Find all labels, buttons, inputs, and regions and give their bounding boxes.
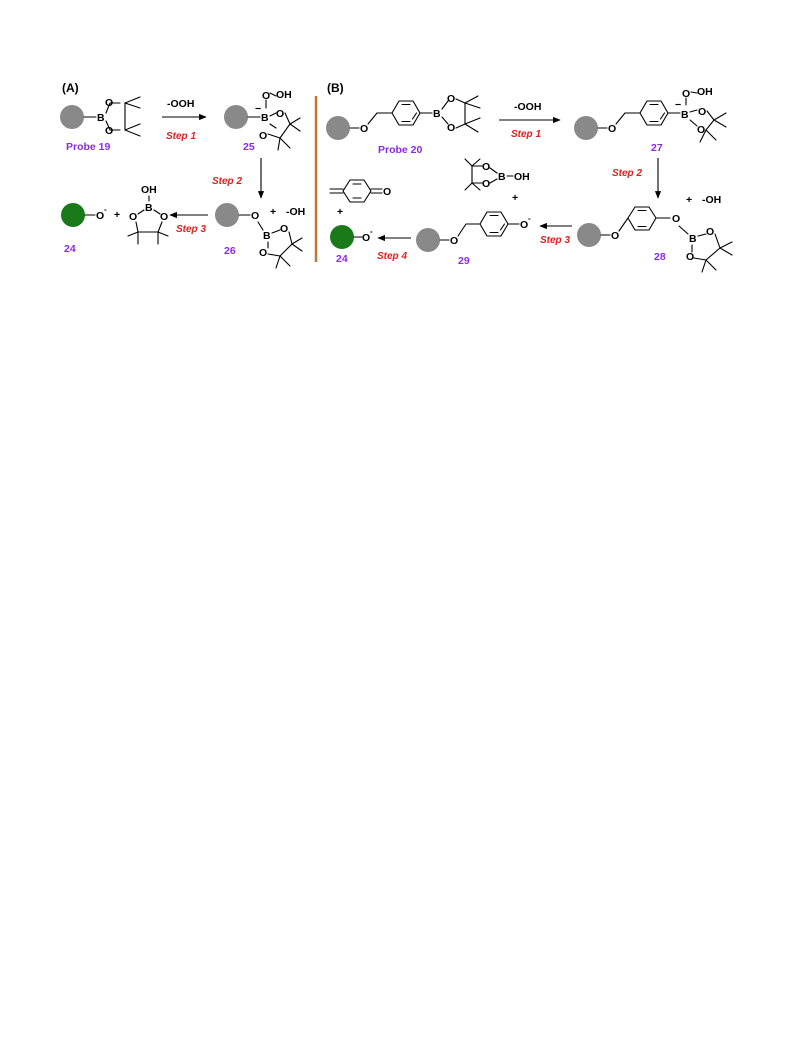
oxygen-atom: O [611, 230, 619, 242]
compound-label-27: 27 [651, 142, 663, 154]
oxygen-atom: O [482, 178, 490, 190]
oxygen-atom: O [259, 130, 267, 142]
fluorophore-disc [61, 203, 85, 227]
compound-label-25: 25 [243, 141, 255, 153]
step-label-1: Step 1 [511, 129, 541, 140]
hydroxyl-group: OH [697, 86, 713, 98]
panel-label-b: (B) [327, 81, 344, 95]
negative-charge: - [528, 214, 531, 223]
step-label-1: Step 1 [166, 131, 196, 142]
phenolate-oxygen: O [96, 210, 104, 222]
compound-26-structure: O B O O [215, 203, 303, 269]
plus-sign: + [270, 206, 276, 218]
panel-label-a: (A) [62, 81, 79, 95]
oxygen-atom: O [276, 108, 284, 120]
hydroxyl-group: OH [514, 171, 530, 183]
plus-sign: + [686, 194, 692, 206]
negative-charge: - [370, 227, 373, 236]
compound-29-structure: O O - [416, 211, 531, 252]
step-label-3: Step 3 [540, 235, 570, 246]
oxygen-atom: O [280, 223, 288, 235]
probe-disc [326, 116, 350, 140]
oxygen-atom: O [682, 88, 690, 100]
reagent-hydroperoxide: -OOH [514, 101, 541, 113]
compound-label-probe-19: Probe 19 [66, 141, 111, 153]
reagent-hydroperoxide: -OOH [167, 98, 194, 110]
plus-sign: + [512, 192, 518, 204]
boronic-acid-pinacol-ester: O O B OH [464, 158, 530, 191]
compound-label-28: 28 [654, 251, 666, 263]
step-label-2: Step 2 [212, 176, 242, 187]
quinone-methide: O [329, 179, 391, 203]
probe-disc [215, 203, 239, 227]
plus-sign: + [114, 209, 120, 221]
compound-label-probe-20: Probe 20 [378, 144, 423, 156]
compound-label-29: 29 [458, 255, 470, 267]
oxygen-atom: O [447, 93, 455, 105]
probe-19-structure: B O O [60, 96, 141, 137]
oxygen-atom: O [160, 211, 168, 223]
negative-charge: − [675, 99, 681, 111]
probe-disc [60, 105, 84, 129]
step-label-4: Step 4 [377, 251, 407, 262]
probe-disc [577, 223, 601, 247]
negative-charge: − [255, 103, 261, 115]
probe-disc [416, 228, 440, 252]
compound-27-structure: O B − O OH O O [574, 86, 727, 143]
step-label-3: Step 3 [176, 224, 206, 235]
compound-label-26: 26 [224, 245, 236, 257]
probe-disc [224, 105, 248, 129]
hydroxyl-group: OH [276, 89, 292, 101]
probe-20-structure: O B O O [326, 93, 481, 140]
byproduct-hydroxide: -OH [702, 194, 721, 206]
boron-atom: B [689, 233, 697, 245]
oxygen-atom: O [686, 251, 694, 263]
plus-sign: + [337, 206, 343, 218]
fluorophore-disc [330, 225, 354, 249]
oxygen-atom: O [360, 123, 368, 135]
byproduct-hydroxide: -OH [286, 206, 305, 218]
oxygen-atom: O [672, 213, 680, 225]
compound-label-24: 24 [336, 253, 348, 265]
oxygen-atom: O [129, 211, 137, 223]
compound-25-structure: B − O OH O O [224, 89, 301, 151]
step-label-2: Step 2 [612, 168, 642, 179]
hydroxyl-group: OH [141, 184, 157, 196]
boron-atom: B [145, 202, 153, 214]
oxygen-atom: O [608, 123, 616, 135]
boron-atom: B [263, 230, 271, 242]
phenolate-oxygen: O [520, 219, 528, 231]
oxygen-atom: O [447, 122, 455, 134]
boron-atom: B [261, 112, 269, 124]
oxygen-atom: O [251, 210, 259, 222]
oxygen-atom: O [105, 125, 113, 137]
boronic-acid-pinacol-ester: OH B O O [127, 184, 169, 245]
compound-28-structure: O O B O O [577, 206, 733, 273]
carbonyl-oxygen: O [383, 186, 391, 198]
oxygen-atom: O [482, 161, 490, 173]
phenolate-oxygen: O [362, 232, 370, 244]
boron-atom: B [433, 108, 441, 120]
probe-disc [574, 116, 598, 140]
boron-atom: B [498, 171, 506, 183]
oxygen-atom: O [450, 235, 458, 247]
oxygen-atom: O [698, 106, 706, 118]
compound-label-24: 24 [64, 243, 76, 255]
oxygen-atom: O [262, 90, 270, 102]
oxygen-atom: O [706, 226, 714, 238]
boron-atom: B [681, 109, 689, 121]
oxygen-atom: O [259, 247, 267, 259]
negative-charge: - [104, 205, 107, 214]
oxygen-atom: O [105, 97, 113, 109]
oxygen-atom: O [697, 124, 705, 136]
boron-atom: B [97, 112, 105, 124]
